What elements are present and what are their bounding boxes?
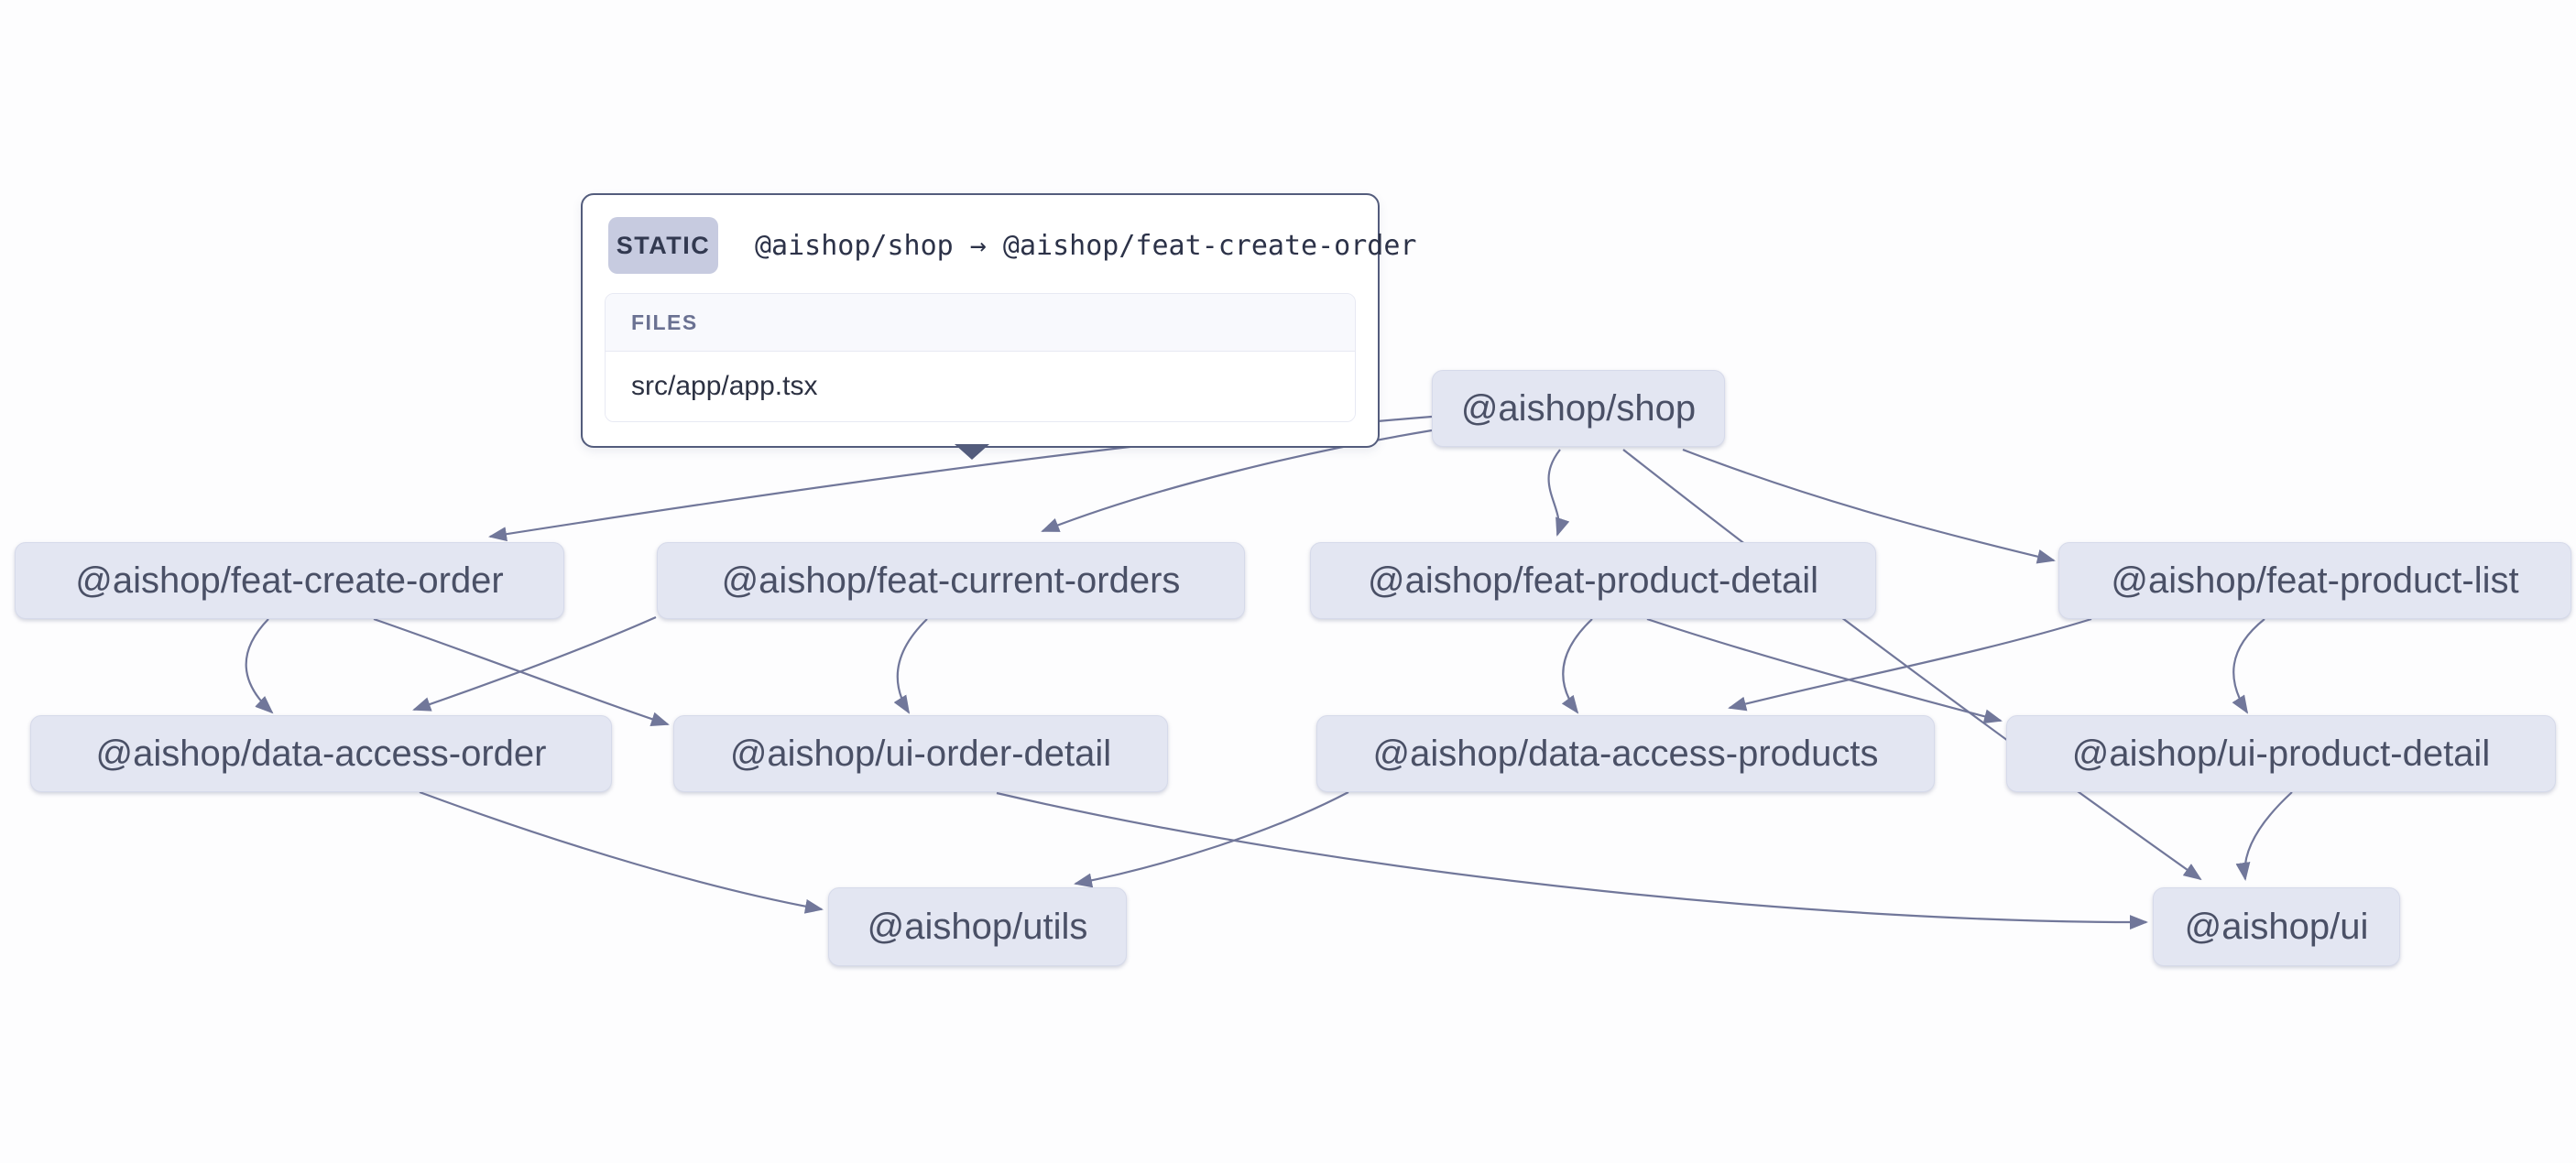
edge-shop-to-feat-product-list[interactable] [1682,448,2056,564]
edge-ui-product-detail-to-ui[interactable] [2235,791,2293,881]
edge-tooltip-header: STATIC @aishop/shop → @aishop/feat-creat… [608,217,1416,274]
edge-feat-current-orders-to-data-access-order[interactable] [412,615,657,712]
files-section: FILES src/app/app.tsx [605,293,1356,422]
node-utils[interactable]: @aishop/utils [828,887,1127,966]
edge-tooltip: STATIC @aishop/shop → @aishop/feat-creat… [581,193,1416,460]
edge-ui-order-detail-to-ui[interactable] [996,791,2148,930]
edge-feat-product-detail-to-data-access-products[interactable] [1561,618,1593,714]
node-ui[interactable]: @aishop/ui [2153,887,2400,966]
node-ui-order-detail[interactable]: @aishop/ui-order-detail [673,715,1168,792]
node-data-access-products[interactable]: @aishop/data-access-products [1316,715,1935,792]
node-data-access-order[interactable]: @aishop/data-access-order [30,715,612,792]
edge-feat-product-detail-to-ui-product-detail[interactable] [1646,617,2003,724]
files-section-header: FILES [606,294,1355,352]
node-ui-product-detail[interactable]: @aishop/ui-product-detail [2006,715,2556,792]
node-feat-create-order[interactable]: @aishop/feat-create-order [15,542,564,619]
node-feat-product-list[interactable]: @aishop/feat-product-list [2058,542,2571,619]
tooltip-caret-icon [955,444,989,460]
edge-feat-product-list-to-data-access-products[interactable] [1728,617,2092,712]
node-feat-product-detail[interactable]: @aishop/feat-product-detail [1310,542,1876,619]
edge-shop-to-feat-product-detail[interactable] [1547,449,1570,537]
edge-feat-product-list-to-ui-product-detail[interactable] [2232,618,2265,714]
edge-feat-create-order-to-ui-order-detail[interactable] [373,617,670,726]
node-shop[interactable]: @aishop/shop [1432,370,1725,447]
file-list-item: src/app/app.tsx [606,352,1355,421]
edge-feat-create-order-to-data-access-order[interactable] [245,618,274,714]
node-feat-current-orders[interactable]: @aishop/feat-current-orders [657,542,1245,619]
edge-data-access-products-to-utils[interactable] [1074,791,1349,888]
edge-shop-to-feat-current-orders[interactable] [1041,429,1433,533]
edge-data-access-order-to-utils[interactable] [419,790,824,914]
edge-feat-current-orders-to-ui-order-detail[interactable] [893,618,928,714]
edge-tooltip-label: @aishop/shop → @aishop/feat-create-order [755,229,1417,262]
edge-type-badge: STATIC [608,217,718,274]
edge-shop-to-ui[interactable] [1622,449,2202,881]
